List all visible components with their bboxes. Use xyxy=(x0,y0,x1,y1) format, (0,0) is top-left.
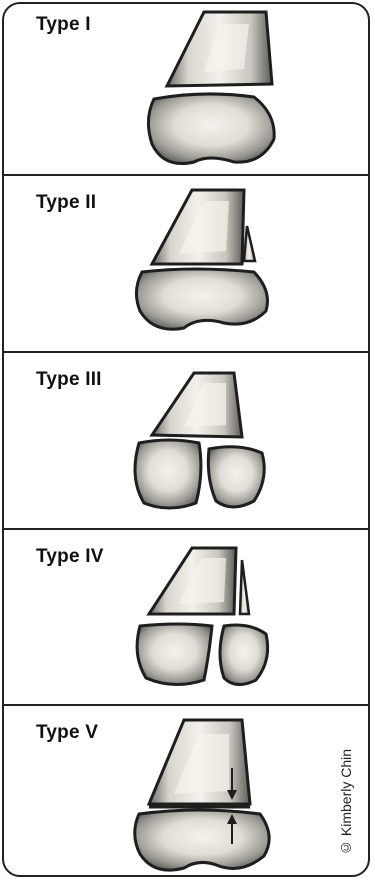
bone-illustration-type-5 xyxy=(4,706,370,877)
panel-type-5: Type V © Kimberly Chin xyxy=(4,706,368,877)
figure-frame: Type I Type II Type III Type IV xyxy=(2,2,370,877)
bone-illustration-type-3 xyxy=(4,353,370,528)
panel-type-4: Type IV xyxy=(4,530,368,704)
bone-illustration-type-1 xyxy=(4,4,370,174)
panel-type-1: Type I xyxy=(4,4,368,174)
panel-type-2: Type II xyxy=(4,176,368,351)
copyright-credit: © Kimberly Chin xyxy=(338,716,368,856)
bone-illustration-type-2 xyxy=(4,176,370,351)
bone-illustration-type-4 xyxy=(4,530,370,704)
panel-type-3: Type III xyxy=(4,353,368,528)
